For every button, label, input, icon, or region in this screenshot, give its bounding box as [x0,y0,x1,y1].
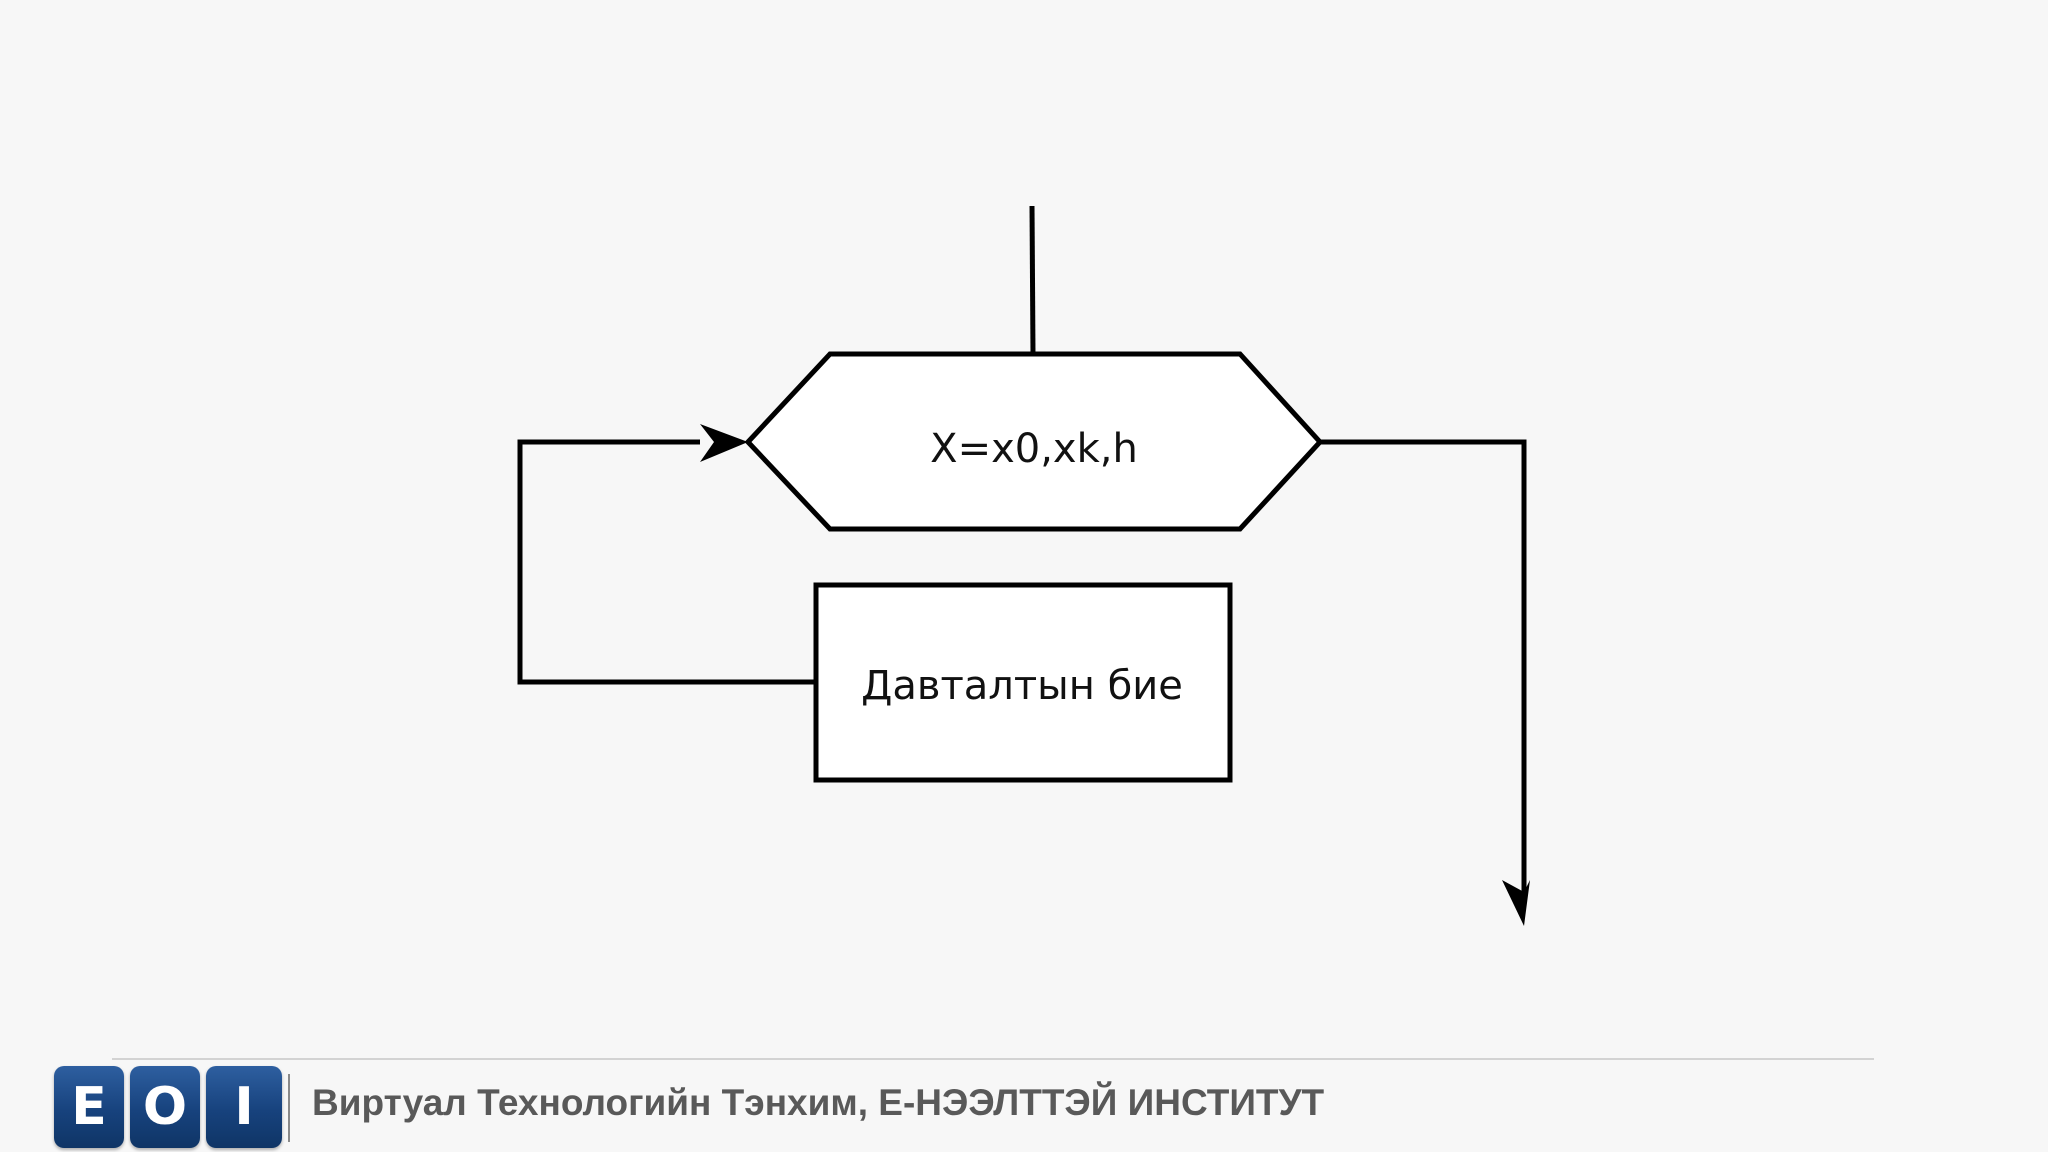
loop-body-text: Давталтын бие [861,663,1183,709]
logo-letter-i: I [206,1066,282,1148]
entry-connector [1029,205,1036,355]
loop-back-connector [517,439,816,685]
loop-back-arrowhead [700,424,748,462]
institution-name: Виртуал Технологийн Тэнхим, Е-НЭЭЛТТЭЙ И… [312,1082,1325,1123]
loop-body-box [813,582,1233,783]
logo-letter-e: E [54,1066,124,1148]
logo-letter-o: O [130,1066,200,1148]
exit-arrowhead [1502,880,1530,926]
exit-connector [1320,439,1527,892]
eoi-logo: E O I [54,1066,282,1148]
footer-rule [112,1058,1874,1060]
loop-header-text: X=x0,xk,h [930,426,1138,472]
footer-divider [288,1074,290,1142]
